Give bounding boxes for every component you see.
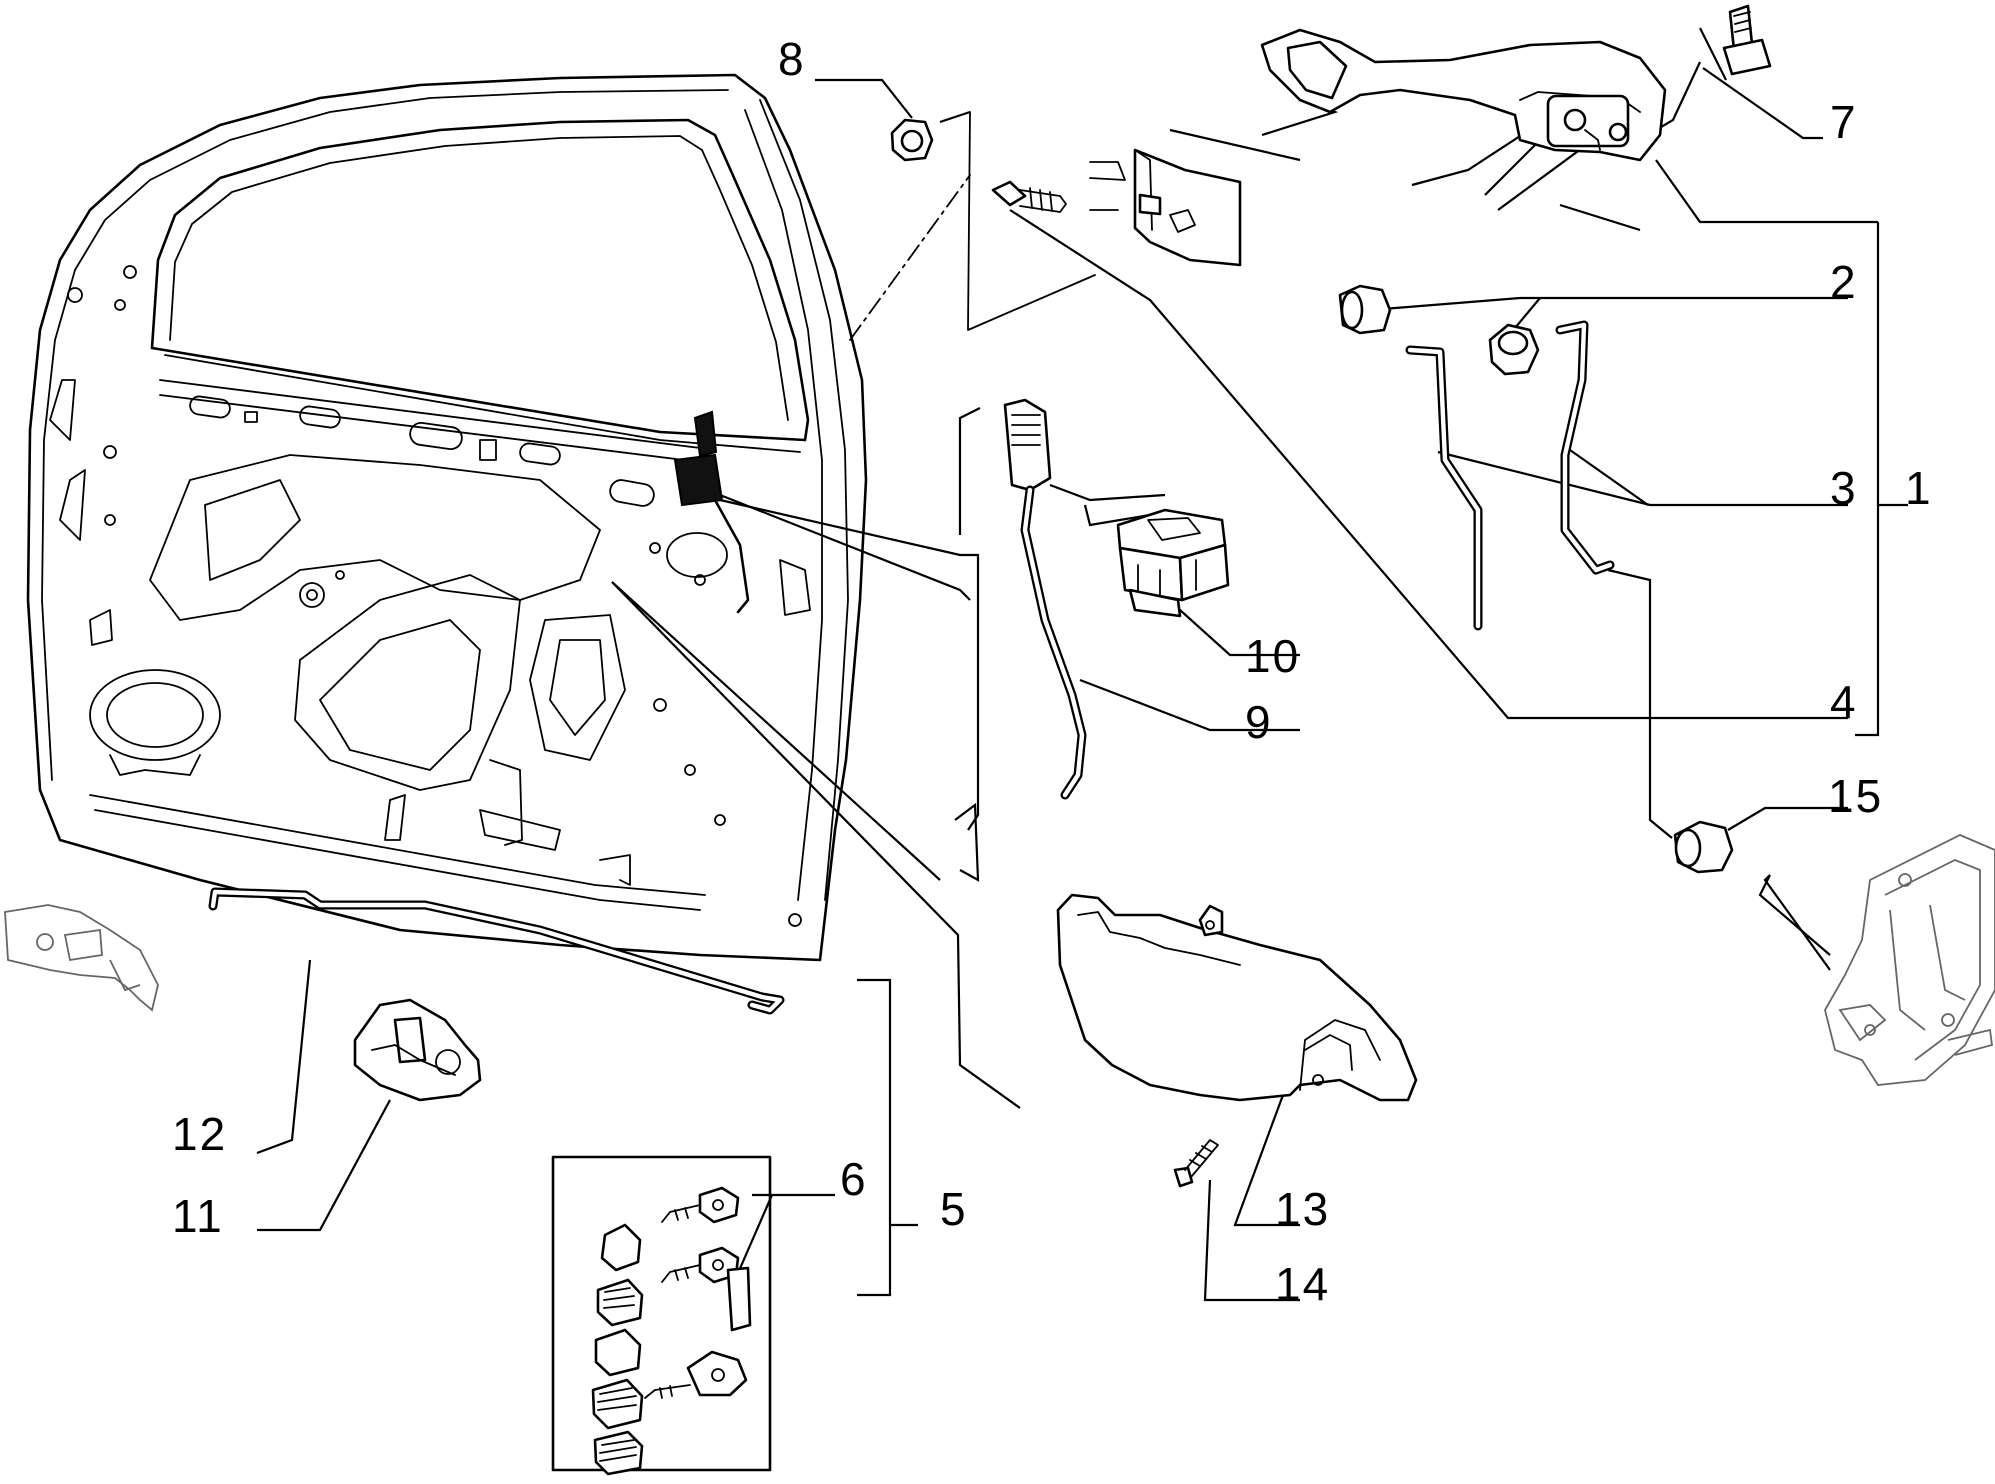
part-5-lock-kit <box>551 1155 772 1476</box>
door-latch-assembly <box>1824 834 1995 1086</box>
callout-5: 5 <box>940 1183 968 1235</box>
callout-14: 14 <box>1275 1258 1330 1310</box>
part-14-screw <box>1173 1139 1219 1188</box>
part-15-bushing <box>1673 820 1734 874</box>
part-3-4-rods <box>1405 320 1615 631</box>
callout-8: 8 <box>778 33 806 85</box>
callout-6: 6 <box>840 1153 868 1205</box>
part-12-rod <box>208 887 785 1015</box>
callout-13: 13 <box>1275 1183 1330 1235</box>
keys <box>644 1186 752 1399</box>
leader-lines <box>256 27 1908 1302</box>
callout-12: 12 <box>172 1108 227 1160</box>
callout-11: 11 <box>172 1190 224 1242</box>
callout-2: 2 <box>1830 256 1858 308</box>
part-10-connector <box>1116 508 1230 618</box>
bracket-screw <box>991 180 1067 213</box>
callout-1: 1 <box>1905 462 1933 514</box>
part-7-screw <box>1722 4 1772 76</box>
part-13-bracket <box>1056 893 1418 1102</box>
callout-15: 15 <box>1828 770 1883 822</box>
callout-10: 10 <box>1245 630 1300 682</box>
part-8-clip <box>890 118 934 162</box>
lock-cylinders <box>591 1223 644 1476</box>
part-2-bushings <box>1338 284 1540 376</box>
left-latch-ghost <box>4 904 159 1012</box>
part-11-handle-base <box>353 998 482 1102</box>
callout-3: 3 <box>1830 462 1858 514</box>
callout-7: 7 <box>1830 96 1858 148</box>
callout-9: 9 <box>1245 696 1273 748</box>
handle-bracket <box>1089 148 1242 267</box>
callout-4: 4 <box>1830 676 1858 728</box>
part-9-rod <box>1003 398 1087 800</box>
door-panel <box>26 73 868 962</box>
callout-labels: 1 2 3 4 5 6 7 8 9 10 11 12 13 14 15 <box>172 33 1933 1310</box>
part-1-outer-handle <box>1260 28 1667 162</box>
